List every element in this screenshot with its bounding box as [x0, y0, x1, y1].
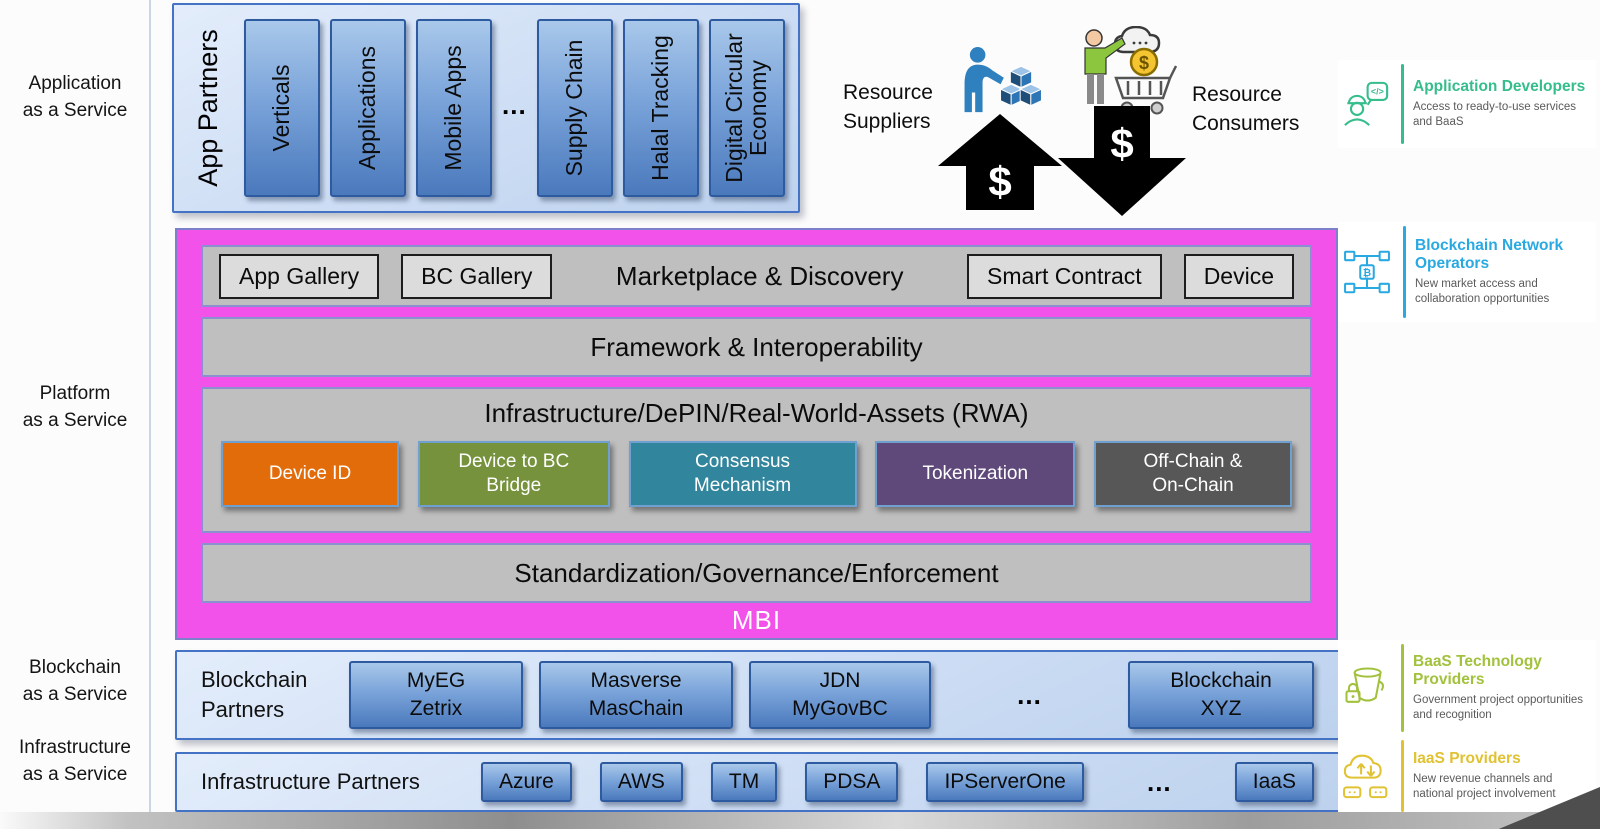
app-column-applications: Applications	[330, 19, 406, 197]
app-partners-label: App Partners	[192, 29, 223, 187]
card-divider	[1401, 64, 1404, 144]
rwa-title: Infrastructure/DePIN/Real-World-Assets (…	[484, 398, 1029, 428]
layer-line: as a Service	[22, 684, 128, 705]
app-column-verticals: Verticals	[244, 19, 320, 197]
blockchain-chip-myeg-zetrix: MyEG Zetrix	[349, 661, 523, 729]
infra-chip-tm: TM	[710, 762, 778, 802]
money-down-arrow: $	[1058, 106, 1186, 216]
ellipsis: ...	[1017, 679, 1042, 710]
left-rail-divider	[149, 0, 151, 812]
smart-contract-chip: Smart Contract	[967, 253, 1162, 299]
layer-line: as a Service	[22, 764, 128, 785]
app-column-supply-chain: Supply Chain	[536, 19, 613, 197]
layer-line: Blockchain	[29, 657, 121, 678]
layer-label-blockchain: Blockchain as a Service	[0, 654, 150, 708]
rwa-chip-row: Device ID Device to BC Bridge Consensus …	[203, 429, 1310, 507]
infra-chip-ipserverone: IPServerOne	[926, 762, 1084, 802]
bc-gallery-chip: BC Gallery	[401, 253, 553, 299]
card-divider	[1401, 644, 1404, 732]
consensus-mechanism-chip: Consensus Mechanism	[628, 441, 857, 507]
dollar-sign: $	[988, 158, 1011, 205]
dollar-sign: $	[1110, 120, 1133, 167]
layer-line: as a Service	[22, 100, 128, 121]
app-column-halal-tracking: Halal Tracking	[622, 19, 699, 197]
svg-text:₿: ₿	[1363, 267, 1371, 279]
iaas-cloud-transfer-icon	[1343, 754, 1388, 799]
mbi-label: MBI	[731, 605, 782, 635]
stakeholder-title: Application Developers	[1413, 77, 1586, 95]
blockchain-chip-blockchain-xyz: Blockchain XYZ	[1128, 661, 1314, 729]
card-divider	[1401, 740, 1404, 812]
marketplace-title: Marketplace & Discovery	[615, 260, 904, 291]
infra-chip-pdsa: PDSA	[805, 762, 899, 802]
layer-line: Platform	[39, 383, 111, 404]
stakeholder-title: BaaS Technology Providers	[1413, 652, 1542, 689]
marketplace-bar: App Gallery BC Gallery Marketplace & Dis…	[201, 245, 1312, 307]
app-column-mobile-apps: Mobile Apps	[416, 19, 492, 197]
stakeholder-subtitle: Government project opportunities and rec…	[1413, 694, 1584, 722]
layer-line: Application	[28, 73, 122, 94]
stakeholder-card-iaas-providers: IaaS Providers New revenue channels and …	[1338, 736, 1596, 816]
resource-supplier-icon	[964, 47, 1043, 113]
resource-consumers-label: Resource Consumers	[1192, 83, 1300, 135]
cart-icon	[1114, 65, 1178, 100]
framework-bar: Framework & Interoperability	[201, 317, 1312, 377]
layer-line: Infrastructure	[19, 737, 131, 758]
tokenization-chip: Tokenization	[875, 441, 1076, 507]
money-up-arrow: $	[938, 114, 1062, 210]
standardization-bar: Standardization/Governance/Enforcement	[201, 543, 1312, 603]
stakeholder-subtitle: Access to ready-to-use services and BaaS	[1413, 101, 1576, 129]
resource-suppliers-label: Resource Suppliers	[843, 81, 933, 133]
blockchain-chip-jdn-mygovbc: JDN MyGovBC	[749, 661, 931, 729]
stakeholder-title: Blockchain Network Operators	[1415, 236, 1564, 273]
ellipsis: ...	[1146, 766, 1172, 797]
slide-bottom-band	[0, 812, 1600, 829]
developer-icon: </>	[1344, 81, 1389, 126]
infrastructure-partners-box: Infrastructure Partners Azure AWS TM PDS…	[175, 752, 1340, 812]
app-partners-box: App Partners Verticals Applications Mobi…	[172, 3, 800, 213]
stakeholder-card-baas-technology-providers: BaaS Technology Providers Government pro…	[1338, 640, 1596, 736]
stakeholder-card-application-developers: </> Application Developers Access to rea…	[1338, 60, 1596, 148]
infra-chip-aws: AWS	[599, 762, 683, 802]
layer-label-application: Application as a Service	[0, 70, 150, 124]
off-chain-on-chain-chip: Off-Chain & On-Chain	[1094, 441, 1292, 507]
rwa-box: Infrastructure/DePIN/Real-World-Assets (…	[201, 387, 1312, 533]
stakeholder-card-blockchain-network-operators: ₿ Blockchain Network Operators New marke…	[1338, 222, 1596, 322]
svg-text:$: $	[1139, 53, 1149, 73]
stakeholder-subtitle: New revenue channels and national projec…	[1413, 773, 1556, 801]
infra-chip-azure: Azure	[481, 762, 572, 802]
device-to-bc-bridge-chip: Device to BC Bridge	[417, 441, 610, 507]
baas-bucket-lock-icon	[1345, 667, 1385, 703]
infra-chip-iaas: IaaS	[1234, 762, 1314, 802]
coin-icon	[1129, 47, 1159, 77]
device-id-chip: Device ID	[221, 441, 399, 507]
infrastructure-partners-label: Infrastructure Partners	[201, 769, 420, 794]
layer-label-platform: Platform as a Service	[0, 380, 150, 434]
svg-text:</>: </>	[1371, 86, 1384, 96]
card-divider	[1403, 226, 1406, 318]
layer-line: as a Service	[22, 410, 128, 431]
layer-label-infrastructure: Infrastructure as a Service	[0, 734, 150, 788]
stakeholder-subtitle: New market access and collaboration oppo…	[1415, 278, 1550, 306]
blockchain-chip-masverse-maschain: Masverse MasChain	[539, 661, 733, 729]
resource-consumer-icon: $	[1084, 26, 1178, 115]
ellipsis: ...	[502, 89, 527, 120]
stakeholder-title: IaaS Providers	[1413, 749, 1521, 767]
blockchain-partners-label: Blockchain Partners	[201, 667, 308, 722]
blockchain-network-icon: ₿	[1344, 250, 1390, 294]
app-column-digital-circular-economy: Digital Circular Economy	[708, 19, 785, 197]
app-gallery-chip: App Gallery	[219, 253, 380, 299]
cubes-icon	[999, 65, 1043, 107]
blockchain-partners-box: Blockchain Partners MyEG Zetrix Masverse…	[175, 650, 1340, 740]
platform-mbi-box: App Gallery BC Gallery Marketplace & Dis…	[175, 228, 1338, 640]
device-chip: Device	[1183, 253, 1294, 299]
